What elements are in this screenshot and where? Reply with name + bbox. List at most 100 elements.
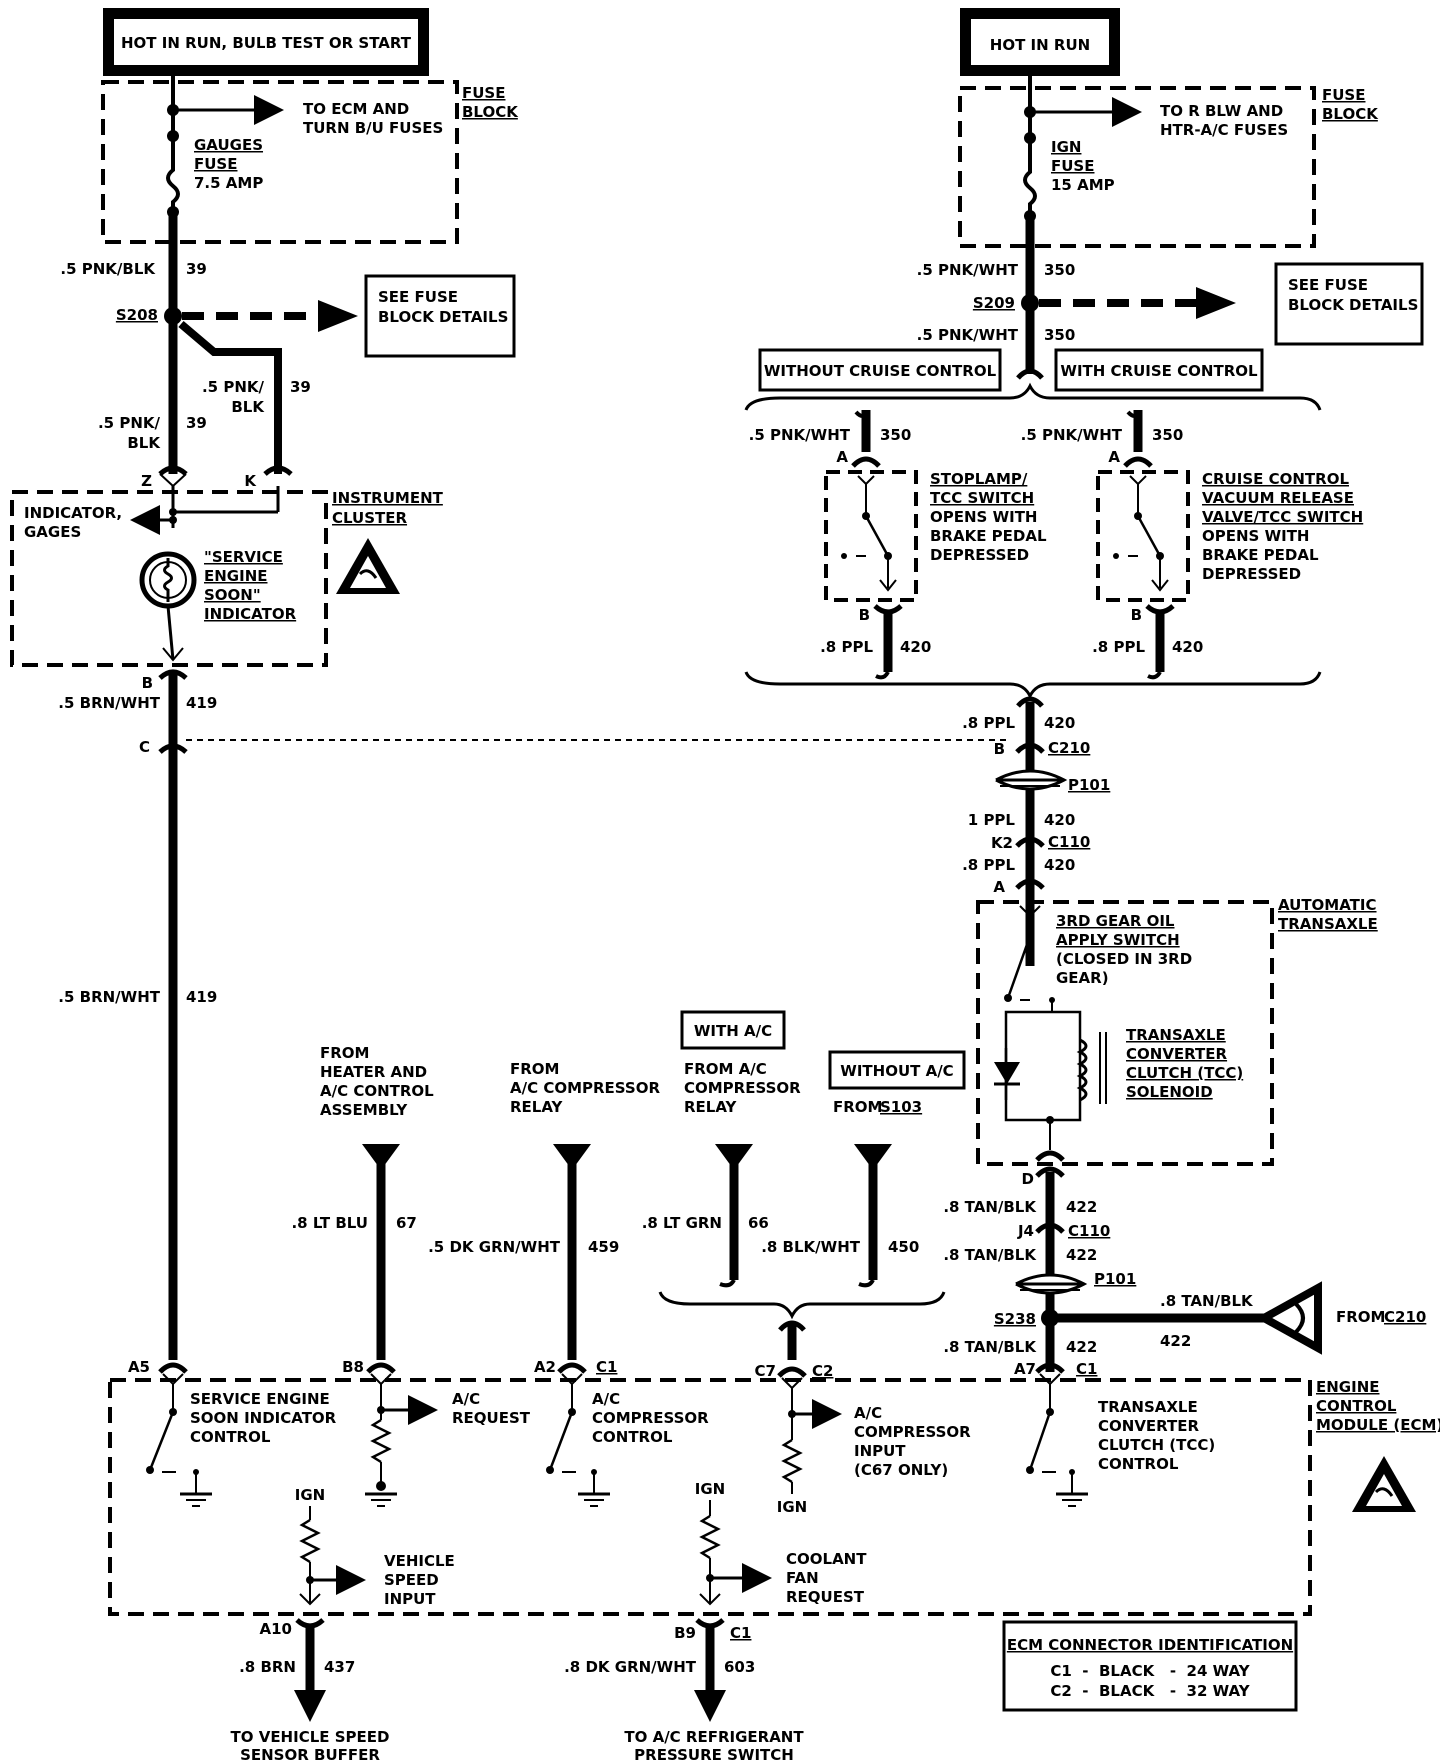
ses-control-label: SERVICE ENGINE SOON INDICATOR CONTROL xyxy=(190,1390,337,1446)
cruise-switch-symbol xyxy=(1113,475,1169,592)
ac-compressor-control-label: A/C COMPRESSOR CONTROL xyxy=(592,1390,709,1446)
heater-connector-icon xyxy=(362,1144,400,1170)
svg-text:BLK: BLK xyxy=(231,398,265,416)
svg-text:C210: C210 xyxy=(1384,1308,1426,1326)
svg-text:ENGINE: ENGINE xyxy=(1316,1378,1380,1396)
svg-text:603: 603 xyxy=(724,1658,755,1676)
gauges-fuse-label: GAUGES FUSE 7.5 AMP xyxy=(194,136,263,192)
svg-text:CONTROL: CONTROL xyxy=(1316,1397,1397,1415)
svg-text:GAGES: GAGES xyxy=(24,523,81,541)
svg-text:.8 LT GRN: .8 LT GRN xyxy=(642,1214,722,1232)
svg-text:BRAKE PEDAL: BRAKE PEDAL xyxy=(1202,546,1319,564)
svg-text:J4: J4 xyxy=(1017,1222,1034,1240)
svg-text:.8 DK GRN/WHT: .8 DK GRN/WHT xyxy=(564,1658,697,1676)
svg-text:.5 PNK/BLK: .5 PNK/BLK xyxy=(60,260,156,278)
svg-text:FUSE: FUSE xyxy=(1051,157,1094,175)
svg-text:437: 437 xyxy=(324,1658,355,1676)
svg-text:350: 350 xyxy=(1044,326,1075,344)
indicator-gages-label: INDICATOR, GAGES xyxy=(24,504,122,541)
ses-control-switch xyxy=(146,1373,212,1507)
svg-text:1 PPL: 1 PPL xyxy=(968,811,1016,829)
connector-id-table xyxy=(1002,1620,1298,1712)
svg-text:419: 419 xyxy=(186,988,217,1006)
coolant-fan-label: COOLANT FAN REQUEST xyxy=(786,1550,867,1606)
svg-text:B: B xyxy=(994,740,1005,758)
svg-text:419: 419 xyxy=(186,694,217,712)
svg-text:TURN B/U FUSES: TURN B/U FUSES xyxy=(303,119,443,137)
svg-text:350: 350 xyxy=(1152,426,1183,444)
svg-text:COOLANT: COOLANT xyxy=(786,1550,867,1568)
with-ac-box xyxy=(680,1010,786,1050)
svg-text:.8 TAN/BLK: .8 TAN/BLK xyxy=(1160,1292,1254,1310)
svg-text:15 AMP: 15 AMP xyxy=(1051,176,1115,194)
service-engine-soon-lamp-icon xyxy=(139,551,197,609)
ecm-label: ENGINE CONTROL MODULE (ECM) xyxy=(1316,1378,1440,1434)
svg-text:K2: K2 xyxy=(991,834,1013,852)
svg-text:FAN: FAN xyxy=(786,1569,819,1587)
svg-text:422: 422 xyxy=(1066,1246,1097,1264)
svg-text:RELAY: RELAY xyxy=(510,1098,564,1116)
svg-text:459: 459 xyxy=(588,1238,619,1256)
with-cruise-box xyxy=(1054,348,1264,392)
svg-text:HTR-A/C FUSES: HTR-A/C FUSES xyxy=(1160,121,1288,139)
power-label-right: HOT IN RUN xyxy=(960,8,1120,76)
fuse-block-left xyxy=(101,80,459,244)
compressor-relay-label: FROM A/C COMPRESSOR RELAY xyxy=(510,1060,660,1116)
svg-text:.5 DK GRN/WHT: .5 DK GRN/WHT xyxy=(428,1238,561,1256)
svg-text:66: 66 xyxy=(748,1214,769,1232)
svg-text:Z: Z xyxy=(141,472,152,490)
stoplamp-switch-box xyxy=(824,470,918,602)
svg-text:CLUTCH (TCC): CLUTCH (TCC) xyxy=(1126,1064,1243,1082)
svg-text:GAUGES: GAUGES xyxy=(194,136,263,154)
with-ac-source-label: FROM A/C COMPRESSOR RELAY xyxy=(684,1060,801,1116)
svg-text:BLOCK: BLOCK xyxy=(462,103,519,121)
svg-text:CONTROL: CONTROL xyxy=(592,1428,673,1446)
svg-text:COMPRESSOR: COMPRESSOR xyxy=(854,1423,971,1441)
svg-text:FROM A/C: FROM A/C xyxy=(684,1060,767,1078)
svg-text:SOON INDICATOR: SOON INDICATOR xyxy=(190,1409,337,1427)
svg-text:BLOCK DETAILS: BLOCK DETAILS xyxy=(1288,296,1418,314)
svg-text:HEATER AND: HEATER AND xyxy=(320,1063,427,1081)
coolant-fan-circuit xyxy=(699,1500,721,1606)
ign-fuse-symbol xyxy=(1023,138,1037,216)
p101-connector-a xyxy=(995,769,1068,791)
svg-text:420: 420 xyxy=(1044,856,1075,874)
svg-text:ASSEMBLY: ASSEMBLY xyxy=(320,1101,408,1119)
svg-text:39: 39 xyxy=(290,378,311,396)
cruise-switch-box xyxy=(1096,470,1190,602)
svg-text:39: 39 xyxy=(186,414,207,432)
with-ac-connector-icon xyxy=(715,1144,753,1170)
fuse-block-right-label: FUSE BLOCK xyxy=(1322,86,1379,123)
svg-text:C210: C210 xyxy=(1048,739,1090,757)
svg-text:P101: P101 xyxy=(1094,1270,1136,1288)
svg-text:INPUT: INPUT xyxy=(854,1442,906,1460)
ac-compressor-input-circuit xyxy=(781,1377,803,1494)
svg-text:STOPLAMP/: STOPLAMP/ xyxy=(930,470,1028,488)
ses-indicator-label: "SERVICE ENGINE SOON" INDICATOR xyxy=(204,548,297,623)
svg-text:C2: C2 xyxy=(812,1362,833,1380)
svg-text:FROM: FROM xyxy=(510,1060,559,1078)
svg-text:350: 350 xyxy=(1044,261,1075,279)
svg-text:RELAY: RELAY xyxy=(684,1098,738,1116)
tcc-solenoid-symbol xyxy=(994,1000,1107,1124)
connector-row-c1: C1 - BLACK - 24 WAY xyxy=(1050,1662,1250,1680)
svg-text:WITHOUT CRUISE CONTROL: WITHOUT CRUISE CONTROL xyxy=(764,362,997,380)
power-label-left: HOT IN RUN, BULB TEST OR START xyxy=(103,8,429,76)
svg-text:.8 TAN/BLK: .8 TAN/BLK xyxy=(943,1338,1037,1356)
svg-text:APPLY SWITCH: APPLY SWITCH xyxy=(1056,931,1180,949)
svg-text:WITH A/C: WITH A/C xyxy=(694,1022,772,1040)
svg-text:INDICATOR,: INDICATOR, xyxy=(24,504,122,522)
svg-text:A5: A5 xyxy=(128,1358,150,1376)
svg-text:TRANSAXLE: TRANSAXLE xyxy=(1278,915,1378,933)
svg-text:450: 450 xyxy=(888,1238,919,1256)
svg-text:CRUISE CONTROL: CRUISE CONTROL xyxy=(1202,470,1349,488)
p101-connector-b xyxy=(1015,1273,1088,1295)
svg-text:K: K xyxy=(244,472,257,490)
svg-text:.5 BRN/WHT: .5 BRN/WHT xyxy=(58,988,160,1006)
svg-text:INPUT: INPUT xyxy=(384,1590,436,1608)
without-ac-connector-icon xyxy=(854,1144,892,1170)
svg-text:COMPRESSOR: COMPRESSOR xyxy=(592,1409,709,1427)
svg-text:420: 420 xyxy=(1044,714,1075,732)
svg-text:A/C: A/C xyxy=(452,1390,480,1408)
svg-text:INDICATOR: INDICATOR xyxy=(204,605,297,623)
